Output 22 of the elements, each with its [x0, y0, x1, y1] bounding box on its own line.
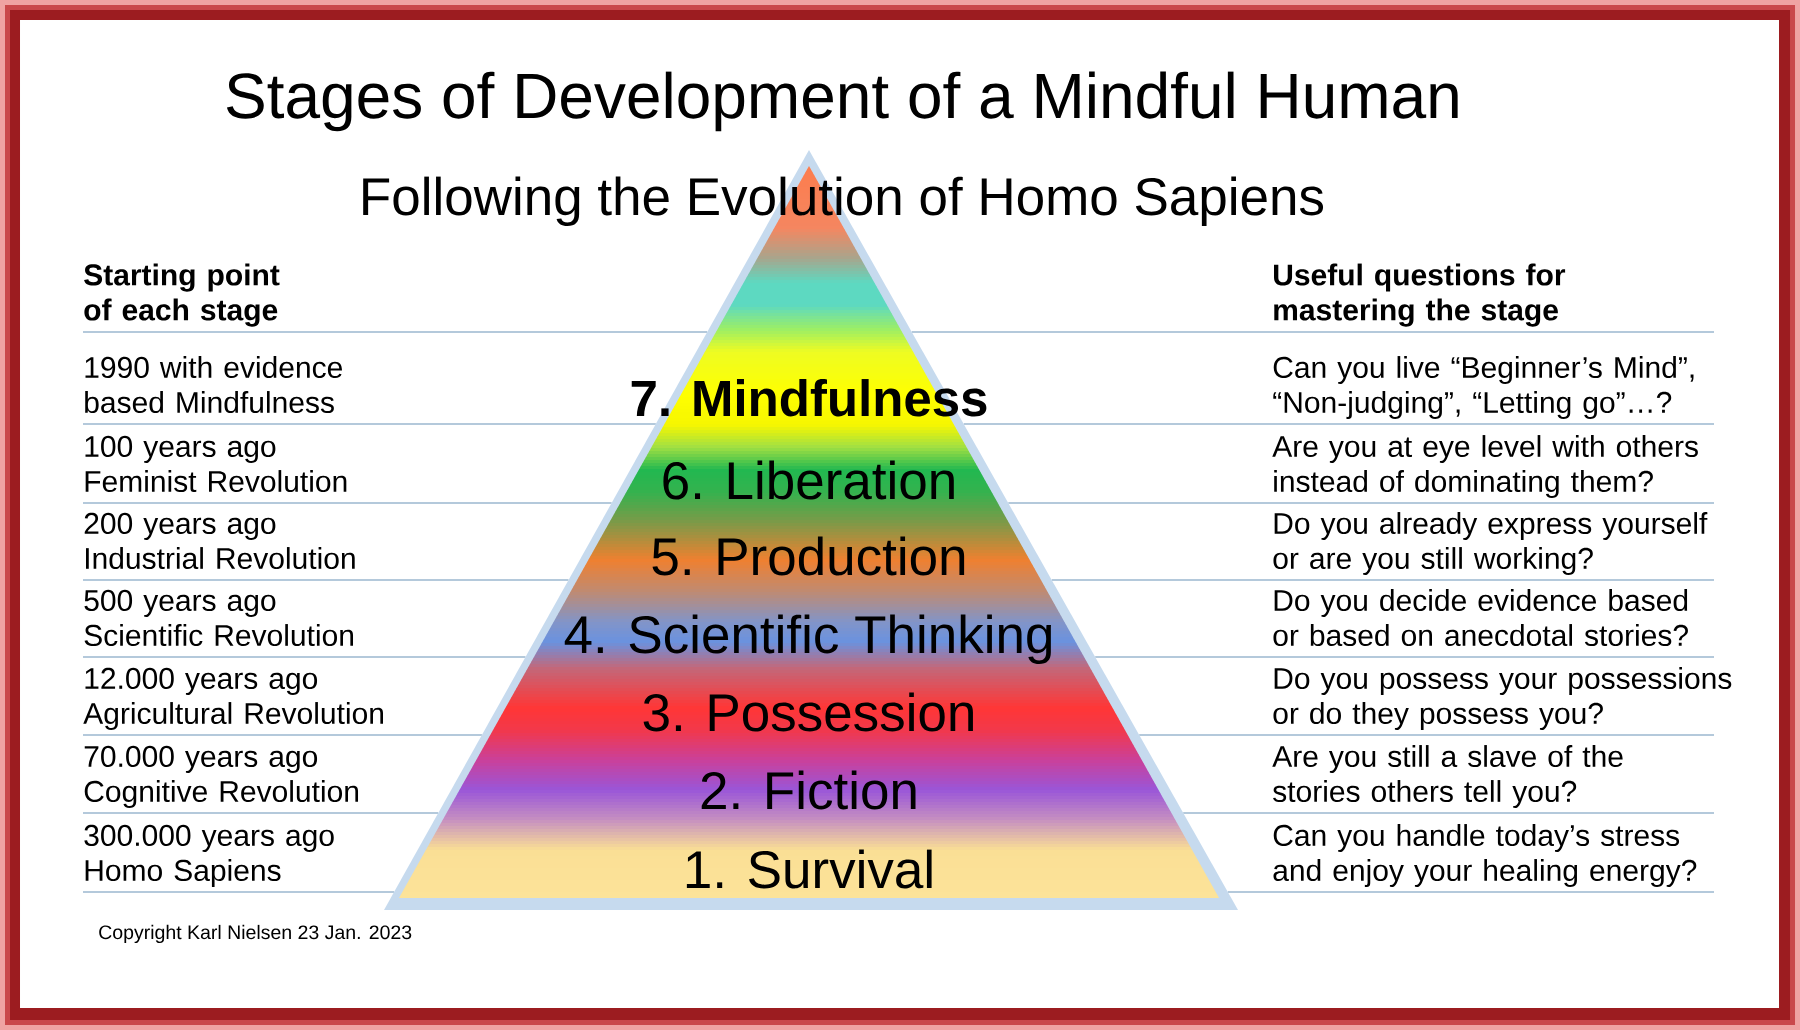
question-text: Can you handle today’s stress and enjoy your healing energy? [1273, 824, 1697, 887]
question-text: Can you live “Beginner’s Mind”, “Non-judging”, “Letting go”…? [1273, 356, 1694, 419]
stage-label: 4. Scientific Thinking [564, 614, 1051, 664]
column-heading: Starting point of each stage [84, 263, 280, 327]
copyright-note: Copyright Karl Nielsen 23 Jan. 2023 [99, 924, 412, 944]
stage-label: 6. Liberation [663, 460, 954, 500]
stage-label: 5. Production [652, 536, 965, 576]
stage-label: 1. Survival [686, 849, 932, 889]
question-text: Do you already express yourself or are you still working? [1273, 512, 1708, 575]
question-text: Do you possess your possessions or do they possess you? [1273, 667, 1732, 730]
question-text: Do you decide evidence based or based on anecdotal stories? [1273, 589, 1688, 647]
stage-label: 2. Fiction [701, 770, 916, 810]
stage-label: 3. Possession [643, 692, 973, 732]
stage-start-text: 100 years ago Feminist Revolution [85, 435, 347, 493]
stage-start-text: 1990 with evidence based Mindfulness [85, 356, 342, 414]
column-heading: Useful questions for mastering the stage [1274, 263, 1566, 327]
stage-start-text: 500 years ago Scientific Revolution [84, 589, 353, 647]
question-text: Are you still a slave of the stories others tell you? [1272, 745, 1623, 808]
question-text: Are you at eye level with others instead of dominating them? [1272, 435, 1698, 498]
stage-start-text: 200 years ago Industrial Revolution [84, 512, 355, 570]
title: Stages of Development of a Mindful Human [226, 71, 1458, 132]
stage-start-text: 300.000 years ago Homo Sapiens [84, 824, 334, 887]
